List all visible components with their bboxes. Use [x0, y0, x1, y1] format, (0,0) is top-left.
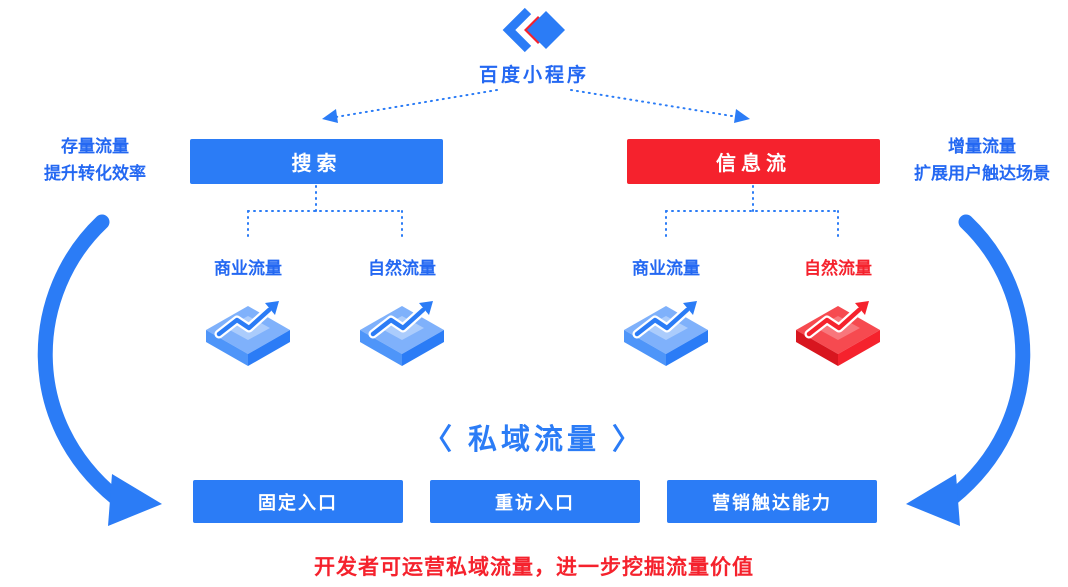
right-flow-arrow: [944, 214, 1031, 506]
feed-commercial-growth-icon: [611, 282, 721, 368]
left-side-label-line1: 存量流量: [61, 137, 129, 156]
left-flow-arrowhead-icon: [108, 474, 162, 526]
capability-fixed-entry: 固定入口: [193, 480, 403, 523]
traffic-label-search-organic: 自然流量: [368, 259, 436, 278]
feed-channel-node: 信息流: [627, 139, 880, 184]
capability-marketing-reach: 营销触达能力: [667, 480, 877, 523]
search-organic-growth-icon: [347, 282, 457, 368]
left-side-label-line2: 提升转化效率: [44, 164, 146, 183]
feed-organic-growth-icon: [783, 282, 893, 368]
right-flow-arrowhead-icon: [906, 474, 960, 526]
right-side-label-line2: 扩展用户触达场景: [914, 164, 1050, 183]
search-commercial-growth-icon: [193, 282, 303, 368]
right-side-label: 增量流量 扩展用户触达场景: [898, 133, 1066, 187]
baidu-miniprogram-logo-icon: [502, 6, 566, 54]
traffic-label-feed-commercial: 商业流量: [632, 259, 700, 278]
private-domain-title: 〈 私域流量 〉: [422, 424, 646, 456]
footer-note: 开发者可运营私域流量，进一步挖掘流量价值: [314, 556, 754, 579]
traffic-label-feed-organic: 自然流量: [804, 259, 872, 278]
left-flow-arrow: [37, 214, 124, 506]
left-side-label: 存量流量 提升转化效率: [15, 133, 175, 187]
dotted-connectors: [247, 89, 839, 241]
search-channel-node: 搜索: [190, 139, 443, 184]
capability-revisit-entry: 重访入口: [430, 480, 640, 523]
diagram-title: 百度小程序: [478, 65, 589, 86]
traffic-label-search-commercial: 商业流量: [214, 259, 282, 278]
connector-arrowheads: [322, 109, 750, 123]
right-side-label-line1: 增量流量: [948, 137, 1016, 156]
